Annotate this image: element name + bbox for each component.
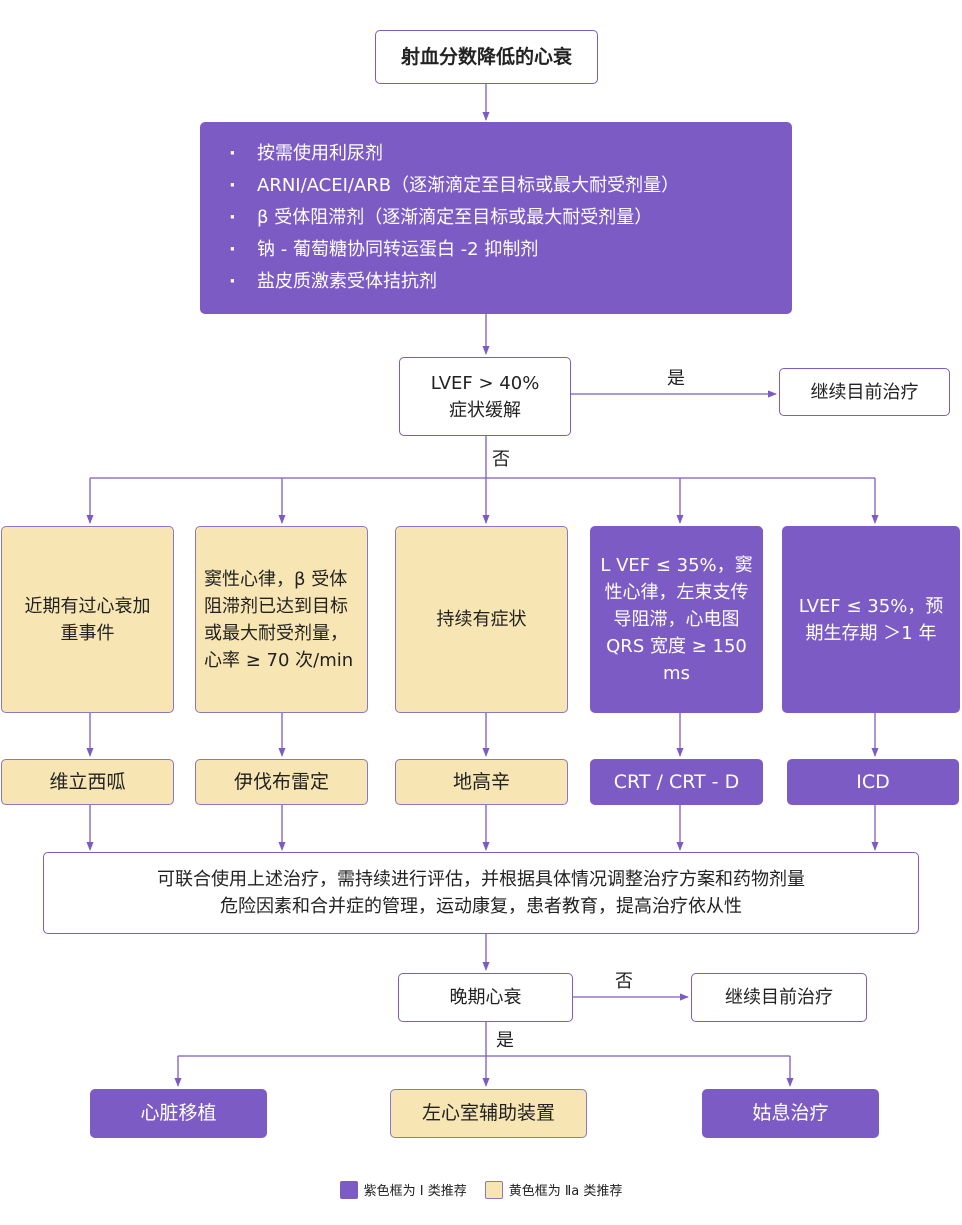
decision-lvef-box: LVEF > 40% 症状缓解 <box>399 357 571 436</box>
final-box-palliative: 姑息治疗 <box>702 1089 879 1138</box>
final-box-lvad: 左心室辅助装置 <box>390 1089 587 1138</box>
condition-box-sinus-rhythm: 窦性心律，β 受体阻滞剂已达到目标或最大耐受剂量，心率 ≥ 70 次/min <box>195 526 368 713</box>
treatment-box-ivabradine: 伊伐布雷定 <box>195 759 368 805</box>
continue-therapy-label-1: 继续目前治疗 <box>810 381 919 403</box>
combined-therapy-box: 可联合使用上述治疗，需持续进行评估，并根据具体情况调整治疗方案和药物剂量 危险因… <box>43 852 919 934</box>
purple-swatch <box>339 1180 358 1199</box>
combined-therapy-line1: 可联合使用上述治疗，需持续进行评估，并根据具体情况调整治疗方案和药物剂量 <box>157 869 805 890</box>
final-box-heart-transplant: 心脏移植 <box>90 1089 267 1138</box>
condition-label: LVEF ≤ 35%，预期生存期 ＞1 年 <box>798 595 944 644</box>
legend-item-purple: 紫色框为 Ⅰ 类推荐 <box>339 1180 467 1199</box>
therapy-item: β 受体阻滞剂（逐渐滴定至目标或最大耐受剂量） <box>229 202 679 234</box>
legend-purple-label: 紫色框为 Ⅰ 类推荐 <box>363 1184 467 1199</box>
condition-box-recent-event: 近期有过心衰加重事件 <box>1 526 174 713</box>
no-label-2: 否 <box>615 971 633 992</box>
continue-therapy-label-2: 继续目前治疗 <box>725 987 833 1008</box>
advanced-hf-label: 晚期心衰 <box>449 987 522 1008</box>
condition-label: L VEF ≤ 35%，窦性心律，左束支传导阻滞，心电图 QRS 宽度 ≥ 15… <box>600 555 753 684</box>
therapy-item: ARNI/ACEI/ARB（逐渐滴定至目标或最大耐受剂量） <box>229 170 679 202</box>
start-box: 射血分数降低的心衰 <box>375 30 598 84</box>
condition-box-persistent-symptoms: 持续有症状 <box>395 526 568 713</box>
first-line-therapy-box: 按需使用利尿剂 ARNI/ACEI/ARB（逐渐滴定至目标或最大耐受剂量） β … <box>200 122 792 314</box>
condition-box-icd: LVEF ≤ 35%，预期生存期 ＞1 年 <box>782 526 960 713</box>
advanced-hf-box: 晚期心衰 <box>398 973 573 1022</box>
final-label: 姑息治疗 <box>752 1102 829 1124</box>
treatment-label: CRT / CRT - D <box>613 770 740 793</box>
continue-therapy-box-2: 继续目前治疗 <box>691 973 867 1022</box>
final-label: 左心室辅助装置 <box>421 1102 555 1124</box>
continue-therapy-box-1: 继续目前治疗 <box>779 368 950 416</box>
treatment-box-icd: ICD <box>787 759 959 805</box>
condition-box-lbbb: L VEF ≤ 35%，窦性心律，左束支传导阻滞，心电图 QRS 宽度 ≥ 15… <box>590 526 763 713</box>
treatment-label: 伊伐布雷定 <box>233 770 329 793</box>
treatment-box-crt: CRT / CRT - D <box>590 759 763 805</box>
therapy-list: 按需使用利尿剂 ARNI/ACEI/ARB（逐渐滴定至目标或最大耐受剂量） β … <box>229 138 679 298</box>
treatment-box-digoxin: 地高辛 <box>395 759 568 805</box>
therapy-item: 钠 - 葡萄糖协同转运蛋白 -2 抑制剂 <box>229 234 679 266</box>
legend-item-yellow: 黄色框为 Ⅱa 类推荐 <box>484 1180 623 1199</box>
yellow-swatch <box>484 1180 503 1199</box>
start-label: 射血分数降低的心衰 <box>400 45 572 68</box>
condition-label: 窦性心律，β 受体阻滞剂已达到目标或最大耐受剂量，心率 ≥ 70 次/min <box>204 568 354 671</box>
decision-lvef-line1: LVEF > 40% <box>430 372 540 394</box>
condition-label: 持续有症状 <box>436 609 527 630</box>
legend: 紫色框为 Ⅰ 类推荐 黄色框为 Ⅱa 类推荐 <box>0 1180 962 1199</box>
treatment-label: 维立西呱 <box>49 770 126 793</box>
therapy-item: 盐皮质激素受体拮抗剂 <box>229 266 679 298</box>
treatment-label: 地高辛 <box>452 770 510 793</box>
therapy-item: 按需使用利尿剂 <box>229 138 679 170</box>
treatment-label: ICD <box>856 770 890 793</box>
combined-therapy-line2: 危险因素和合并症的管理，运动康复，患者教育，提高治疗依从性 <box>220 896 742 917</box>
decision-lvef-line2: 症状缓解 <box>449 399 521 421</box>
yes-label-1: 是 <box>667 368 685 389</box>
treatment-box-vericiguat: 维立西呱 <box>1 759 174 805</box>
no-label-1: 否 <box>492 449 510 470</box>
yes-label-2: 是 <box>496 1030 514 1051</box>
legend-yellow-label: 黄色框为 Ⅱa 类推荐 <box>508 1184 623 1199</box>
final-label: 心脏移植 <box>140 1102 217 1124</box>
condition-label: 近期有过心衰加重事件 <box>24 595 151 644</box>
